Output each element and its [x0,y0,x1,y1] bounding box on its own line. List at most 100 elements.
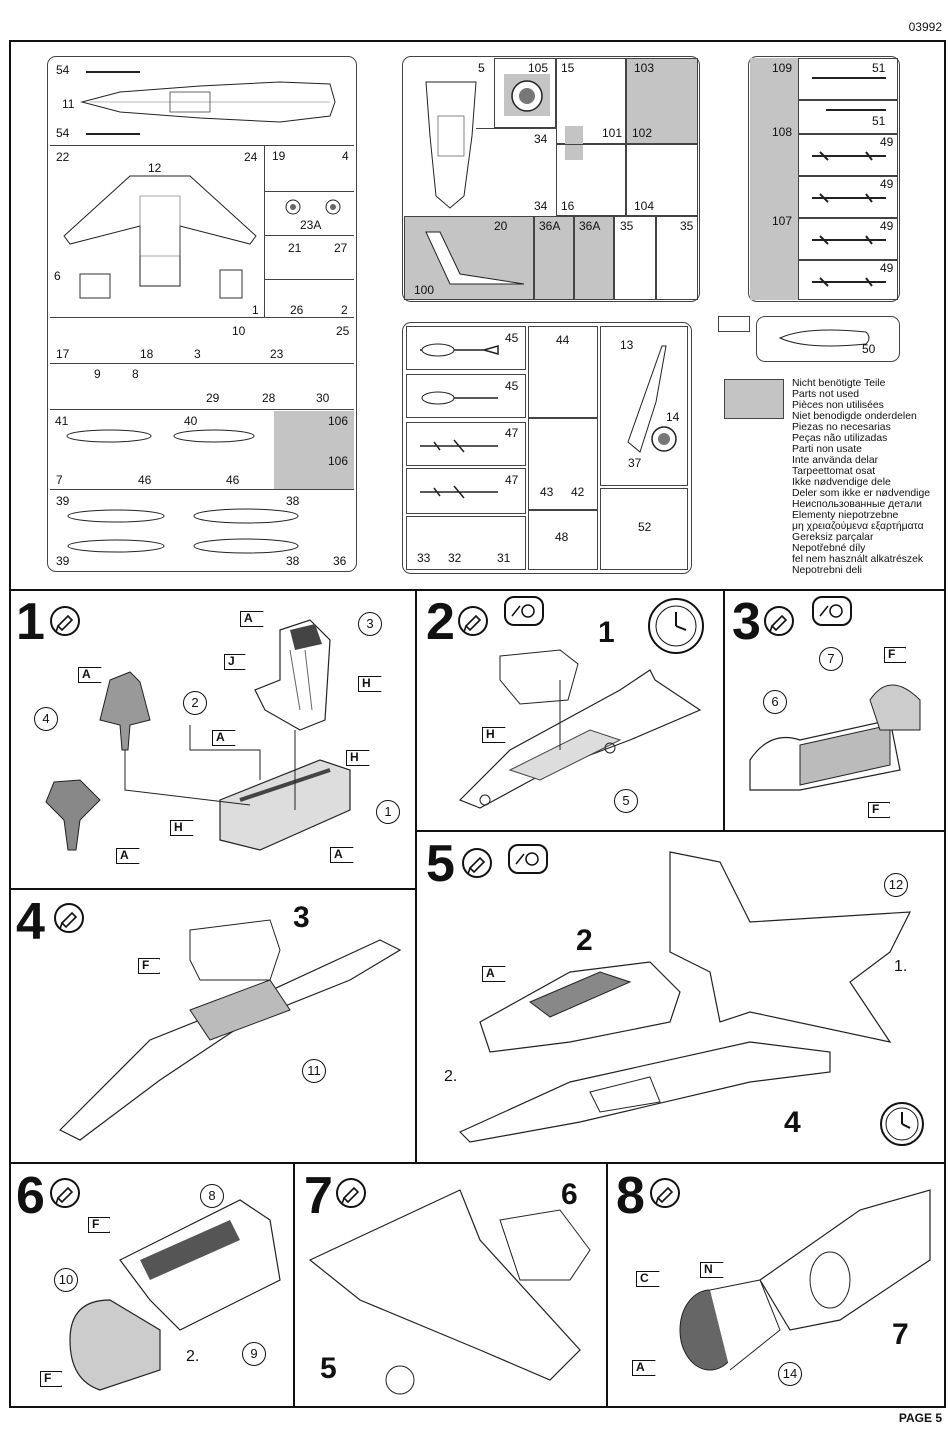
step2-part-1: 1 [598,616,615,649]
wing-13-drawing [627,345,667,453]
part-26: 26 [290,303,304,317]
sprue-a-sub26 [264,280,354,318]
part-23a: 23A [300,218,322,232]
part-40: 40 [184,414,198,428]
sprue-d-48 [528,510,598,570]
step3-part-7: 7 [819,647,843,671]
instruction-sheet-frame [9,40,946,1408]
part-35b: 35 [680,219,694,233]
part-54a: 54 [56,63,70,77]
paint-icon [812,596,852,626]
part-45b: 45 [505,379,519,393]
sprue-a-row2 [50,146,354,318]
legend-hu: fel nem használt alkatrészek [792,554,924,565]
step8-drawing [679,1189,931,1371]
part-17: 17 [56,347,70,361]
part-20: 20 [494,219,508,233]
step-3-number: 3 [732,593,761,651]
part-19: 19 [272,149,286,163]
sprue-d-45b [406,374,526,418]
part-29: 29 [206,391,220,405]
legend-sl: Nepotrebni deli [792,565,862,576]
step1-part-1: 1 [376,800,400,824]
legend-es: Piezas no necesarias [792,422,891,433]
part-21: 21 [288,241,302,255]
part-102: 102 [632,126,653,140]
part-32: 32 [448,551,462,565]
step6-part-10: 10 [54,1268,78,1292]
step4-part-11: 11 [302,1059,326,1083]
part-7: 7 [56,473,63,487]
part-108: 108 [772,125,793,139]
step1-part-4: 4 [34,707,58,731]
part-39b: 39 [56,554,70,568]
part-106b: 106 [328,454,349,468]
step2-part-5: 5 [614,789,638,813]
part-1: 1 [252,303,259,317]
step1-part-2: 2 [183,691,207,715]
part-34b: 34 [534,199,548,213]
sprue-b-35-1 [614,216,656,300]
part-48: 48 [555,530,569,544]
part-107: 107 [772,214,793,228]
step5-part-2: 2 [576,924,593,957]
step5-order-1: 1. [894,958,908,975]
legend-el: μη χρειαζούμενα εξαρτήματα [792,521,924,532]
paint-icon [504,596,544,626]
grid-v3 [293,1162,295,1408]
part-15: 15 [561,61,575,75]
legend-en: Parts not used [792,389,860,400]
part-49a: 49 [880,135,894,149]
step6-order-2: 2. [186,1348,200,1365]
part-101: 101 [602,126,623,140]
part-42: 42 [571,485,585,499]
part-103: 103 [634,61,655,75]
grid-h1 [9,589,946,591]
sprue-b-102-shade [565,126,583,160]
stores-drawing [420,343,499,499]
tanks-40-41-drawing [66,429,255,443]
clock-icon [648,598,704,654]
part-46b: 46 [226,473,240,487]
lower-wing-drawing [63,175,257,299]
legend-sv: Inte använda delar [792,455,879,466]
part-47a: 47 [505,426,519,440]
step-7-number: 7 [304,1167,333,1225]
step7-part-5: 5 [320,1352,337,1385]
part-4: 4 [342,149,349,163]
glue-icon [462,848,492,878]
step4-drawing [58,919,402,1141]
step3-flag-f1: F [884,647,907,663]
sprue-c-49b [798,176,898,218]
step3-drawing [749,684,921,791]
sprue-d-13 [600,326,688,486]
grid-v1 [415,589,417,1163]
part-18: 18 [140,347,154,361]
step8-part-7: 7 [892,1318,909,1351]
legend-nl: Niet benodigde onderdelen [792,411,917,422]
legend-not-used: Nicht benötigte Teile Parts not used Piè… [792,378,930,576]
part-33: 33 [417,551,431,565]
part-38b: 38 [286,554,300,568]
part-23: 23 [270,347,284,361]
part-28: 28 [262,391,276,405]
canopy-part-box [756,316,900,362]
sprue-d-43 [528,418,598,510]
part-36a-b: 36A [579,219,601,233]
step2-drawing [458,649,702,809]
part-52: 52 [638,520,652,534]
step5-drawing [458,851,912,1143]
sprue-b-100-20 [404,216,534,300]
part-5: 5 [478,61,485,75]
sprue-a-sub23a [264,192,354,236]
grid-v2 [723,589,725,831]
part-35a: 35 [620,219,634,233]
legend-ru: Неиспользованные детали [792,499,922,510]
sprue-a-sub21 [264,236,354,280]
clock-icon [880,1102,924,1146]
sprue-c-49d [798,260,898,300]
legend-da: Ikke nødvendige dele [792,477,891,488]
legend-no: Deler som ikke er nødvendige [792,488,931,499]
sprue-c-49c [798,218,898,260]
grid-h2 [9,888,417,890]
